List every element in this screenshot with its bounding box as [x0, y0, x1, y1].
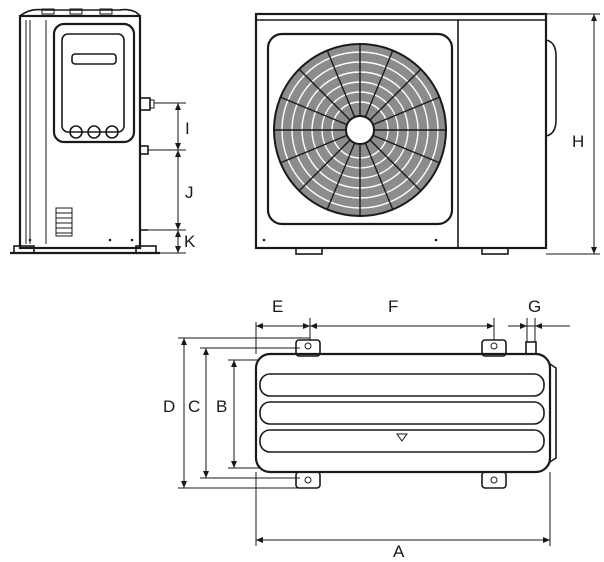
dimension-label-k: K	[184, 232, 196, 251]
dimension-label-h: H	[572, 132, 585, 151]
front-view	[254, 12, 600, 255]
dimension-label-g: G	[528, 297, 542, 316]
dimension-label-c: C	[188, 397, 201, 416]
side-view	[10, 8, 186, 255]
dimension-label-d: D	[163, 397, 176, 416]
dimension-label-b: B	[216, 397, 228, 416]
fan-icon	[273, 43, 447, 217]
dimension-label-e: E	[272, 297, 284, 316]
dimension-label-f: F	[388, 297, 399, 316]
dimension-label-i: I	[185, 119, 190, 138]
top-view	[178, 318, 570, 546]
dimension-label-j: J	[185, 183, 194, 202]
dimension-label-a: A	[393, 542, 405, 561]
